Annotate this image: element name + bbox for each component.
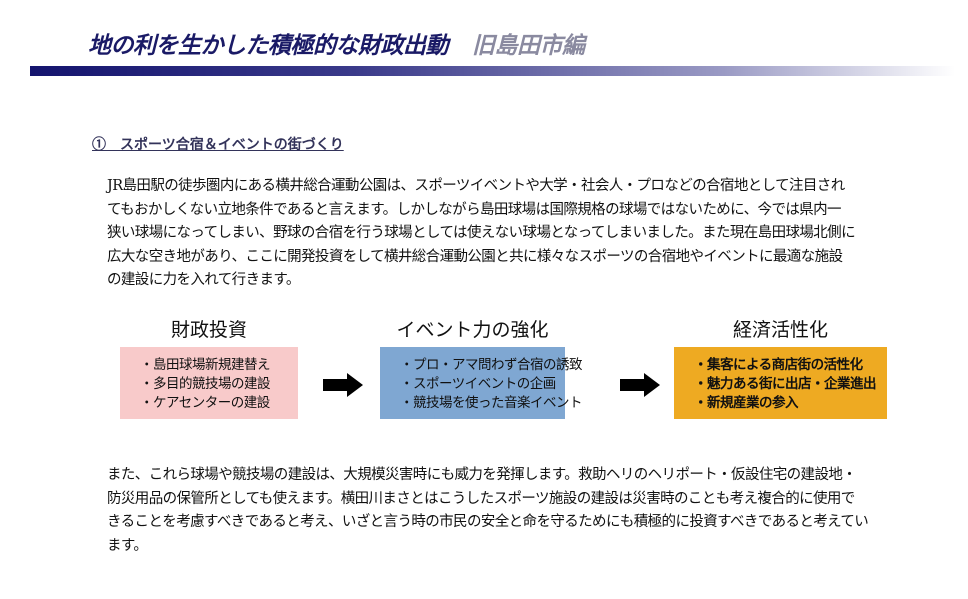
flow-item: ・島田球場新規建替え	[140, 357, 271, 373]
flow-item: ・魅力ある街に出店・企業進出	[694, 376, 877, 392]
flow-item: ・多目的競技場の建設	[140, 376, 271, 392]
flow-item: ・スポーツイベントの企画	[400, 376, 556, 392]
right-arrow-icon	[620, 373, 660, 397]
title-subtitle: 旧島田市編	[472, 32, 585, 59]
flow-item: ・競技場を使った音楽イベント	[400, 395, 583, 411]
closing-paragraph: また、これら球場や競技場の建設は、大規模災害時にも威力を発揮します。救助ヘリのヘ…	[107, 464, 869, 558]
slide-title: 地の利を生かした積極的な財政出動旧島田市編	[88, 26, 585, 60]
intro-line: てもおかしくない立地条件であると言えます。しかしながら島田球場は国際規格の球場で…	[107, 201, 842, 218]
flow-box-economy: ・集客による商店街の活性化 ・魅力ある街に出店・企業進出 ・新規産業の参入	[674, 347, 887, 419]
closing-line: ます。	[107, 537, 148, 554]
intro-line: の建設に力を入れて行きます。	[107, 272, 300, 288]
section-heading: ① スポーツ合宿＆イベントの街づくり	[92, 137, 344, 153]
closing-line: 防災用品の保管所としても使えます。横田川まさとはこうしたスポーツ施設の建設は災害…	[107, 490, 855, 507]
closing-line: また、これら球場や競技場の建設は、大規模災害時にも威力を発揮します。救助ヘリのヘ…	[107, 467, 857, 483]
flow-item: ・新規産業の参入	[694, 395, 799, 411]
closing-line: きることを考慮すべきであると考え、いざと言う時の市民の安全と命を守るためにも積極…	[107, 514, 869, 530]
flow-item: ・集客による商店街の活性化	[694, 357, 863, 373]
flow-title-events: イベント力の強化	[396, 319, 549, 341]
flow-item: ・ケアセンターの建設	[140, 395, 270, 411]
flow-box-investment: ・島田球場新規建替え ・多目的競技場の建設 ・ケアセンターの建設	[120, 347, 298, 419]
intro-line: JR島田駅の徒歩圏内にある横井総合運動公園は、スポーツイベントや大学・社会人・プ…	[107, 178, 845, 194]
title-main: 地の利を生かした積極的な財政出動	[88, 32, 449, 59]
flow-title-investment: 財政投資	[170, 319, 247, 341]
title-gradient-bar	[30, 66, 955, 76]
intro-line: 広大な空き地があり、ここに開発投資をして横井総合運動公園と共に様々なスポーツの合…	[107, 248, 843, 265]
flow-box-events: ・プロ・アマ問わず合宿の誘致 ・スポーツイベントの企画 ・競技場を使った音楽イベ…	[380, 347, 583, 419]
flow-item: ・プロ・アマ問わず合宿の誘致	[400, 357, 583, 373]
flow-title-economy: 経済活性化	[732, 319, 828, 341]
intro-paragraph: JR島田駅の徒歩圏内にある横井総合運動公園は、スポーツイベントや大学・社会人・プ…	[107, 175, 856, 293]
right-arrow-icon	[323, 373, 363, 397]
intro-line: 狭い球場になってしまい、野球の合宿を行う球場としては使えない球場となってしまいま…	[107, 225, 856, 241]
